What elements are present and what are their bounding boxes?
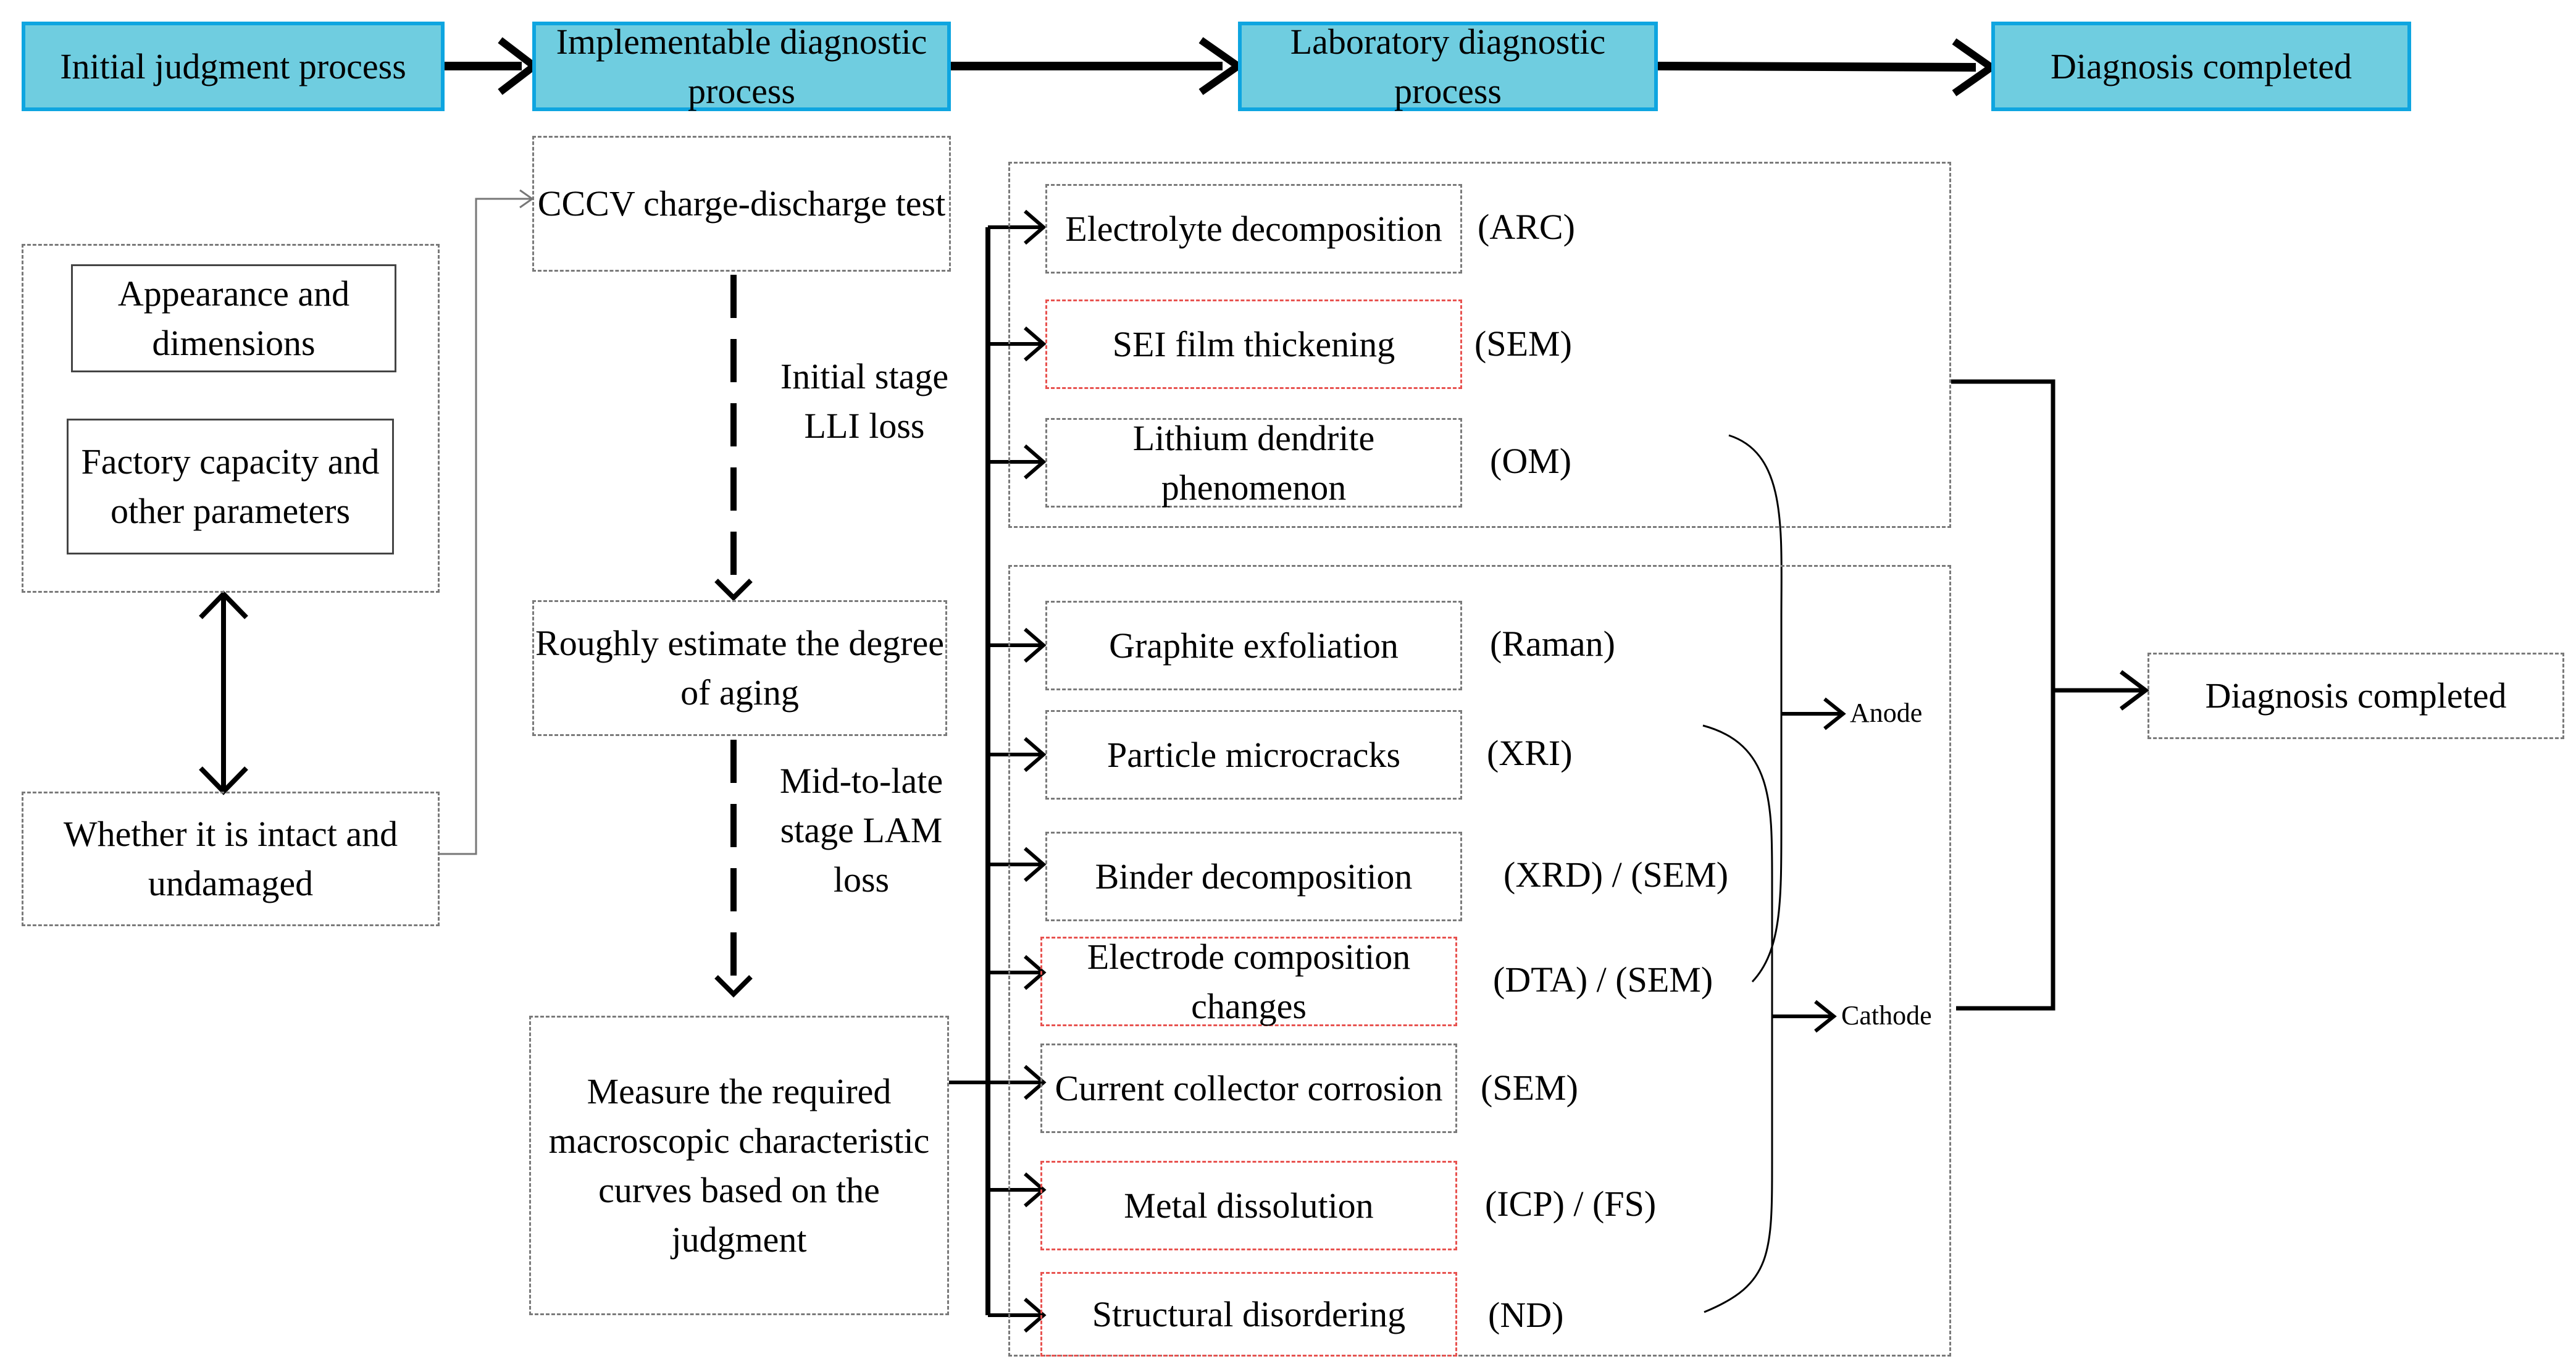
method-label: (DTA) / (SEM): [1493, 960, 1713, 1000]
stage-label: Implementable diagnostic process: [556, 21, 927, 111]
stage-implementable: Implementable diagnostic process: [532, 22, 951, 111]
method-label: (XRI): [1487, 733, 1573, 773]
lab-item-label: Metal dissolution: [1124, 1185, 1374, 1226]
lab-item-dendrite: Lithium dendrite phenomenon: [1045, 418, 1462, 508]
method-label: (ND): [1488, 1295, 1564, 1335]
anode-group: [1008, 162, 1951, 528]
lab-item-microcracks: Particle microcracks: [1045, 710, 1462, 800]
lab-item-electrode: Electrode composition changes: [1040, 937, 1457, 1026]
factory-box: Factory capacity and other parameters: [67, 419, 394, 554]
lab-item-sei: SEI film thickening: [1045, 299, 1462, 389]
appearance-box: Appearance and dimensions: [71, 264, 396, 372]
stage1-label: Initial stage LLI loss: [780, 356, 949, 446]
method-label: (Raman): [1490, 624, 1615, 664]
lab-item-graphite: Graphite exfoliation: [1045, 601, 1462, 690]
lab-item-label: Binder decomposition: [1095, 856, 1413, 897]
stage-laboratory: Laboratory diagnostic process: [1238, 22, 1658, 111]
lab-item-label: Graphite exfoliation: [1109, 625, 1399, 666]
stage-label: Diagnosis completed: [2050, 46, 2352, 86]
method-label: (OM): [1490, 441, 1572, 481]
lab-item-metal: Metal dissolution: [1040, 1161, 1457, 1250]
measure-label: Measure the required macroscopic charact…: [548, 1071, 930, 1260]
lab-item-label: Structural disordering: [1092, 1294, 1406, 1334]
lab-item-label: Electrolyte decomposition: [1065, 208, 1442, 249]
appearance-label: Appearance and dimensions: [117, 273, 350, 363]
cathode-group: [1008, 565, 1951, 1357]
intact-box: Whether it is intact and undamaged: [22, 792, 440, 926]
estimate-label: Roughly estimate the degree of aging: [535, 623, 944, 713]
method-label: (XRD) / (SEM): [1503, 855, 1729, 895]
lab-item-label: Lithium dendrite phenomenon: [1132, 417, 1375, 508]
lab-item-label: Current collector corrosion: [1055, 1068, 1443, 1108]
cccv-box: CCCV charge-discharge test: [532, 136, 951, 272]
stage2-label: Mid-to-late stage LAM loss: [779, 761, 943, 900]
stage-label: Laboratory diagnostic process: [1290, 21, 1606, 111]
method-label: (SEM): [1474, 324, 1572, 364]
lab-item-label: Electrode composition changes: [1087, 936, 1411, 1026]
lab-item-electrolyte: Electrolyte decomposition: [1045, 184, 1462, 274]
stage-completed: Diagnosis completed: [1991, 22, 2411, 111]
lab-item-collector: Current collector corrosion: [1040, 1044, 1457, 1133]
method-label: (SEM): [1481, 1068, 1578, 1108]
method-label: (ICP) / (FS): [1485, 1184, 1657, 1224]
stage-initial-judgment: Initial judgment process: [22, 22, 445, 111]
method-label: (ARC): [1478, 207, 1575, 247]
lab-item-structural: Structural disordering: [1040, 1272, 1457, 1357]
stage-label: Initial judgment process: [60, 46, 406, 86]
final-diagnosis-box: Diagnosis completed: [2147, 653, 2564, 739]
lab-item-label: Particle microcracks: [1106, 734, 1401, 775]
cccv-label: CCCV charge-discharge test: [537, 183, 946, 224]
initial-group: [22, 244, 440, 593]
intact-label: Whether it is intact and undamaged: [63, 814, 398, 903]
estimate-box: Roughly estimate the degree of aging: [532, 600, 947, 736]
cathode-label: Cathode: [1841, 1000, 1932, 1031]
anode-label: Anode: [1850, 698, 1923, 728]
final-label: Diagnosis completed: [2205, 676, 2507, 716]
measure-box: Measure the required macroscopic charact…: [529, 1016, 949, 1315]
stage-arrow-3: [1657, 62, 1976, 72]
lab-item-label: SEI film thickening: [1112, 324, 1395, 364]
lab-item-binder: Binder decomposition: [1045, 832, 1462, 921]
factory-label: Factory capacity and other parameters: [81, 441, 380, 531]
